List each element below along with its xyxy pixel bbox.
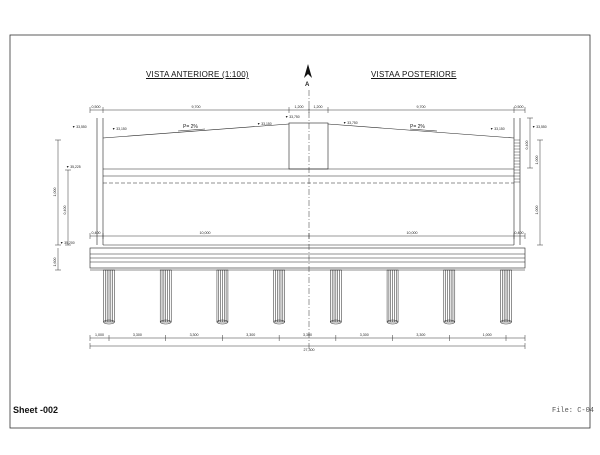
left-vertical-dimension-label: 1,600 [53,258,57,267]
top-dimension-label: 0,500 [92,105,101,109]
bottom-dimension-label: 1,000 [95,333,104,337]
file-label: File: C-04 [552,407,595,415]
right-vertical-dimension-label: 0,400 [525,141,529,150]
elevation-tag: ▼ 33,150 [490,127,505,131]
top-dimension-label: 0,500 [515,105,524,109]
slope-arrows [177,128,438,132]
mid-dimension-label: 10,000 [200,231,211,235]
elevation-tag: ▼ 33,550 [72,125,87,129]
left-vertical-dimension-label: 1,000 [53,188,57,197]
right-vertical-dimension-label: 1,000 [535,156,539,165]
bottom-dimension-chain [89,335,526,349]
top-dimension-label: 9,700 [417,105,426,109]
bottom-dimension-label: 3,300 [416,333,425,337]
elevation-tag: ▼ 33,150 [112,127,127,131]
pile [443,269,456,325]
bottom-dimension-label: 3,300 [303,333,312,337]
elevation-tag: ▼ 33,150 [257,122,272,126]
mid-dimension-chain [89,233,526,239]
slope-label: P= 2% [410,124,425,130]
north-mark-label: A [305,82,310,88]
top-dimension-chain [89,107,526,113]
elevation-tag: ▼ 35,200 [60,241,75,245]
bottom-dimension-label: 3,300 [246,333,255,337]
slope-label: P= 2% [183,124,198,130]
top-dimension-label: 1,200 [314,105,323,109]
bottom-dimension-label: 3,300 [190,333,199,337]
total-dimension-label: 27,300 [304,348,315,352]
pile [159,269,172,325]
pile [330,269,342,325]
mid-dimension-label: 0,400 [92,231,101,235]
elevation-tag: ▼ 33,750 [343,121,358,125]
deck-profile [96,118,521,246]
right-vertical-dimension-label: 1,000 [535,206,539,215]
piles-group [90,269,525,325]
pile [103,269,115,325]
bottom-dimension-label: 3,300 [133,333,142,337]
sheet-border [9,34,591,429]
pile [386,269,399,325]
mid-dimension-label: 0,400 [515,231,524,235]
left-vertical-dimensions [55,139,71,271]
elevation-tag: ▼ 35,225 [66,165,81,169]
north-arrow-icon [304,64,312,78]
pile [500,269,512,325]
pile [273,269,285,325]
right-vertical-dimensions [527,117,543,246]
right-parapet-hatch [514,139,520,183]
top-dimension-label: 9,700 [192,105,201,109]
sheet-label: Sheet -002 [13,405,59,415]
pile [216,269,229,325]
mid-dimension-label: 10,000 [407,231,418,235]
left-vertical-dimension-label: 0,400 [63,206,67,215]
bottom-dimension-label: 1,000 [483,333,492,337]
elevation-tag: ▼ 33,750 [285,115,300,119]
pile-cap [89,247,526,269]
elevation-tag: ▼ 33,550 [532,125,547,129]
rear-view-title: VISTAA POSTERIORE [371,70,457,79]
front-view-title: VISTA ANTERIORE (1:100) [146,70,249,79]
bottom-dimension-label: 3,300 [360,333,369,337]
top-dimension-label: 1,200 [295,105,304,109]
